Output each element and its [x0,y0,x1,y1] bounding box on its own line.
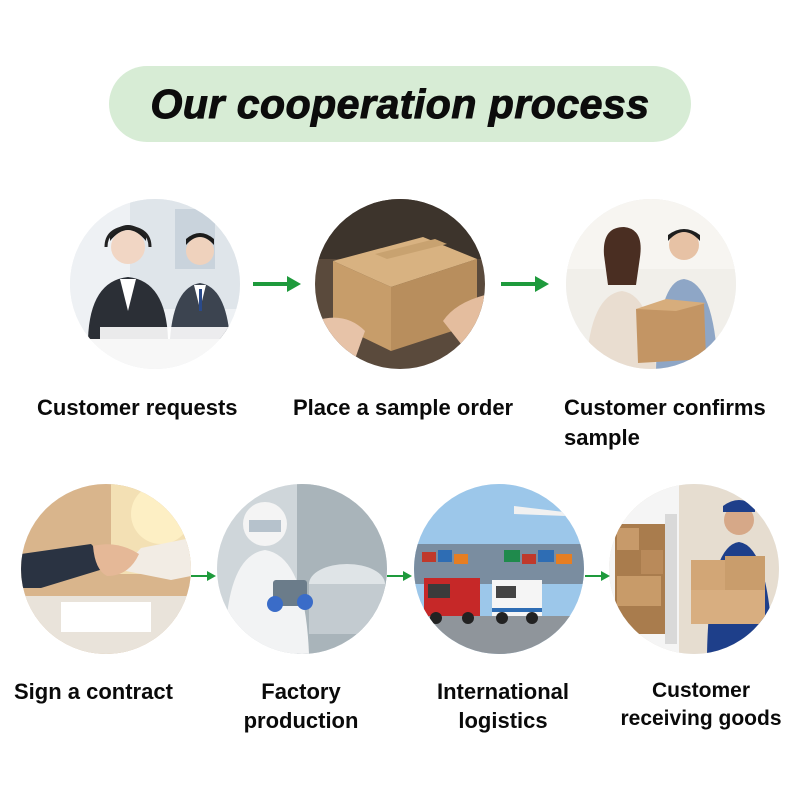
step-label-customer-requests: Customer requests [37,395,238,420]
step-label-customer-receiving-goods-line2: receiving goods [620,707,782,730]
step-label-customer-confirms-line2: sample [564,425,640,450]
step-label-international-logistics: International logistics [418,677,588,735]
sample-box-handover-photo-icon [315,199,485,369]
title-banner: Our cooperation process [109,66,691,142]
arrow-right-icon [387,569,413,583]
step-label-customer-confirms-line1: Customer confirms [564,395,766,420]
arrow-right-icon [253,274,303,294]
step-label-international-logistics-line1: International [436,679,569,704]
step-label-customer-receiving-goods: Customer receiving goods [606,677,796,733]
step-label-customer-receiving-goods-line1: Customer [651,679,751,702]
cargo-port-trucks-photo-icon [414,484,584,654]
customer-service-photo-icon [70,199,240,369]
step-label-factory-production: Factory production [226,677,376,735]
arrow-right-icon [501,274,551,294]
arrow-right-icon [191,569,217,583]
factory-worker-photo-icon [217,484,387,654]
step-label-factory-production-line2: production [243,708,359,733]
delivery-man-boxes-photo-icon [609,484,779,654]
arrow-right-icon [585,569,611,583]
step-label-factory-production-line1: Factory [261,679,341,704]
step-label-international-logistics-line2: logistics [458,708,548,733]
step-label-sign-contract: Sign a contract [14,679,173,704]
handshake-photo-icon [21,484,191,654]
customers-opening-box-photo-icon [566,199,736,369]
page-title: Our cooperation process [150,80,650,127]
step-label-place-sample-order: Place a sample order [293,395,514,420]
